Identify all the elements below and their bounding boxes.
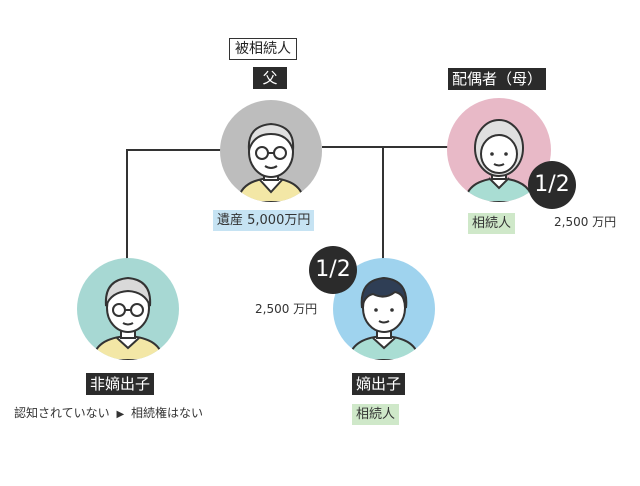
deceased-name-label: 父	[253, 67, 287, 89]
spouse-share-badge: 1/2	[528, 161, 576, 209]
note-suffix: 相続権はない	[131, 406, 204, 420]
illegitimate-child-note: 認知されていない ▶ 相続権はない	[14, 404, 203, 421]
spouse-heir-tag: 相続人	[468, 213, 516, 234]
estate-tag: 遺産 5,000万円	[213, 210, 315, 231]
connector-left-vertical	[126, 149, 128, 261]
legitimate-child-name-label: 嫡出子	[352, 373, 406, 395]
illegitimate-child-name-label: 非嫡出子	[86, 373, 155, 395]
child-share-badge: 1/2	[309, 246, 357, 294]
note-arrow-icon: ▶	[116, 409, 125, 420]
legitimate-child-heir-tag: 相続人	[352, 404, 400, 425]
illegitimate-child-avatar	[77, 258, 179, 360]
deceased-role-label: 被相続人	[229, 38, 297, 60]
connector-spouse-horizontal	[322, 146, 450, 148]
deceased-avatar	[220, 100, 322, 202]
spouse-name-label: 配偶者（母）	[448, 68, 547, 90]
elderly-woman-icon	[447, 98, 551, 202]
spouse-avatar	[447, 98, 551, 202]
connector-left-horizontal	[126, 149, 224, 151]
child-amount: 2,500 万円	[255, 302, 318, 316]
note-prefix: 認知されていない	[14, 406, 110, 420]
man-with-glasses-icon	[77, 258, 179, 360]
elderly-man-with-glasses-icon	[220, 100, 322, 202]
legitimate-child-avatar	[333, 258, 435, 360]
connector-child-vertical	[382, 146, 384, 260]
young-man-icon	[333, 258, 435, 360]
spouse-amount: 2,500 万円	[554, 215, 617, 229]
